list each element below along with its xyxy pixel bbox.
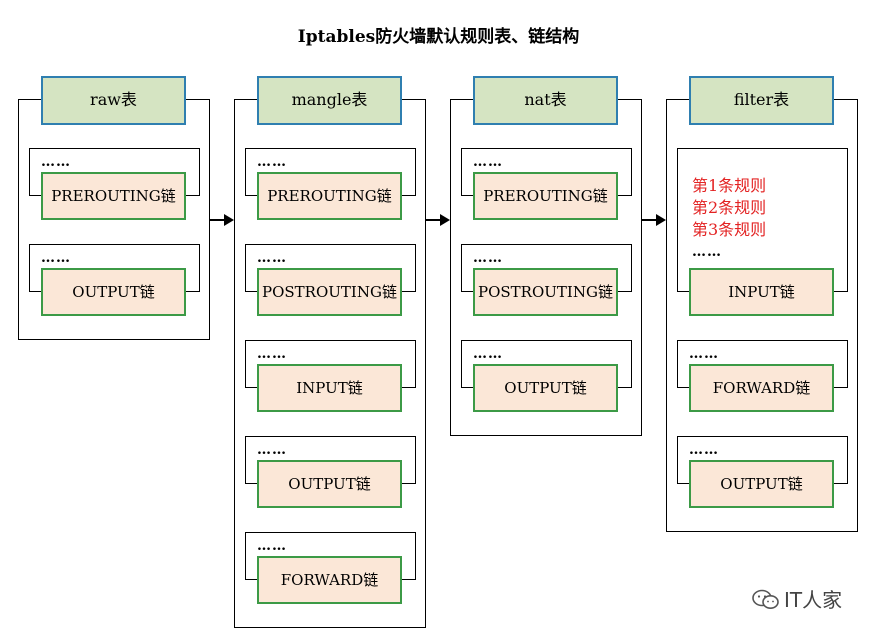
raw-prerouting-chain: PREROUTING链 [41, 172, 186, 220]
mangle-prerouting-ellipsis: …… [257, 154, 287, 170]
arrow-raw-to-mangle-head [224, 214, 234, 226]
raw-prerouting-ellipsis: …… [41, 154, 71, 170]
filter-input-chain: INPUT链 [689, 268, 834, 316]
nat-postrouting-ellipsis: …… [473, 250, 503, 266]
mangle-postrouting-chain: POSTROUTING链 [257, 268, 402, 316]
nat-output-chain: OUTPUT链 [473, 364, 618, 412]
arrow-mangle-to-nat-head [440, 214, 450, 226]
wechat-icon [752, 589, 779, 609]
mangle-table-header: mangle表 [257, 76, 402, 125]
arrow-nat-to-filter-line [642, 219, 656, 221]
raw-output-chain: OUTPUT链 [41, 268, 186, 316]
filter-output-ellipsis: …… [689, 442, 719, 458]
filter-output-chain: OUTPUT链 [689, 460, 834, 508]
mangle-prerouting-chain: PREROUTING链 [257, 172, 402, 220]
nat-prerouting-ellipsis: …… [473, 154, 503, 170]
mangle-output-ellipsis: …… [257, 442, 287, 458]
arrow-mangle-to-nat-line [426, 219, 440, 221]
filter-forward-chain: FORWARD链 [689, 364, 834, 412]
mangle-postrouting-ellipsis: …… [257, 250, 287, 266]
nat-prerouting-chain: PREROUTING链 [473, 172, 618, 220]
filter-input-ellipsis: …… [692, 244, 722, 260]
arrow-nat-to-filter-head [656, 214, 666, 226]
watermark: IT人家 [752, 585, 862, 615]
raw-output-ellipsis: …… [41, 250, 71, 266]
filter-rule-2: 第2条规则 [692, 198, 767, 217]
mangle-forward-chain: FORWARD链 [257, 556, 402, 604]
mangle-input-chain: INPUT链 [257, 364, 402, 412]
mangle-input-ellipsis: …… [257, 346, 287, 362]
nat-output-ellipsis: …… [473, 346, 503, 362]
mangle-forward-ellipsis: …… [257, 538, 287, 554]
filter-table-header: filter表 [689, 76, 834, 125]
filter-forward-ellipsis: …… [689, 346, 719, 362]
nat-table-header: nat表 [473, 76, 618, 125]
raw-table-header: raw表 [41, 76, 186, 125]
filter-rule-3: 第3条规则 [692, 220, 767, 239]
arrow-raw-to-mangle-line [210, 219, 224, 221]
diagram-title: Iptables防火墙默认规则表、链结构 [297, 27, 580, 47]
mangle-output-chain: OUTPUT链 [257, 460, 402, 508]
filter-rule-1: 第1条规则 [692, 176, 767, 195]
nat-postrouting-chain: POSTROUTING链 [473, 268, 618, 316]
watermark-text: IT人家 [784, 588, 843, 612]
